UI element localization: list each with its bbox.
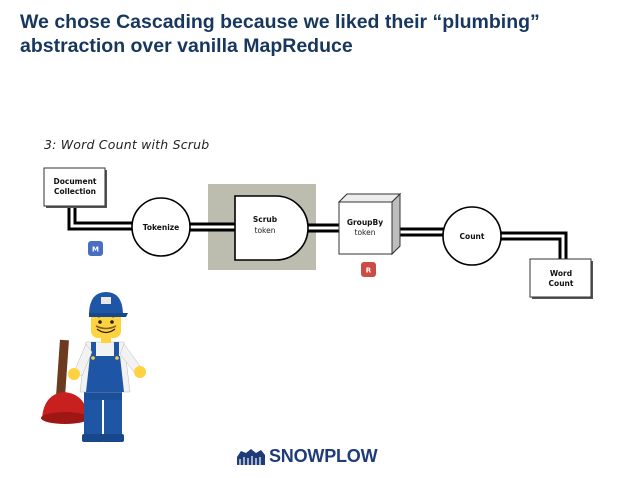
map-badge-label: M [92,246,99,254]
word-count-label-2: Count [549,279,574,288]
count-node: Count [442,206,502,266]
groupby-label: GroupBy [347,218,383,227]
diagram-caption: 3: Word Count with Scrub [44,137,210,152]
word-count-label-1: Word [550,269,572,278]
scrub-sub-label: token [255,226,276,235]
slide-title-line-2: abstraction over vanilla MapReduce [20,35,353,57]
scrub-node: Scrub token [234,195,309,261]
groupby-sub-label: token [355,228,376,237]
tokenize-node: Tokenize [131,197,191,257]
slide-title: We chose Cascading because we liked thei… [20,10,620,58]
count-label: Count [460,232,485,241]
snowplow-logo-text: SNOWPLOW [269,446,378,466]
snowplow-mark-icon [237,448,265,465]
groupby-node: GroupBy token [337,192,402,256]
word-count-node: Word Count [529,258,593,299]
snowplow-logo: SNOWPLOW [236,446,378,467]
document-collection-node: Document Collection [43,167,107,208]
scrub-label: Scrub [253,215,278,224]
map-badge: M [88,241,103,256]
document-collection-label-1: Document [54,177,97,186]
lego-plumber-illustration [41,292,146,442]
tokenize-label: Tokenize [143,223,180,232]
reduce-badge-label: R [366,267,372,275]
slide-title-line-1: We chose Cascading because we liked thei… [20,11,540,33]
reduce-badge: R [361,262,376,277]
document-collection-label-2: Collection [54,187,96,196]
